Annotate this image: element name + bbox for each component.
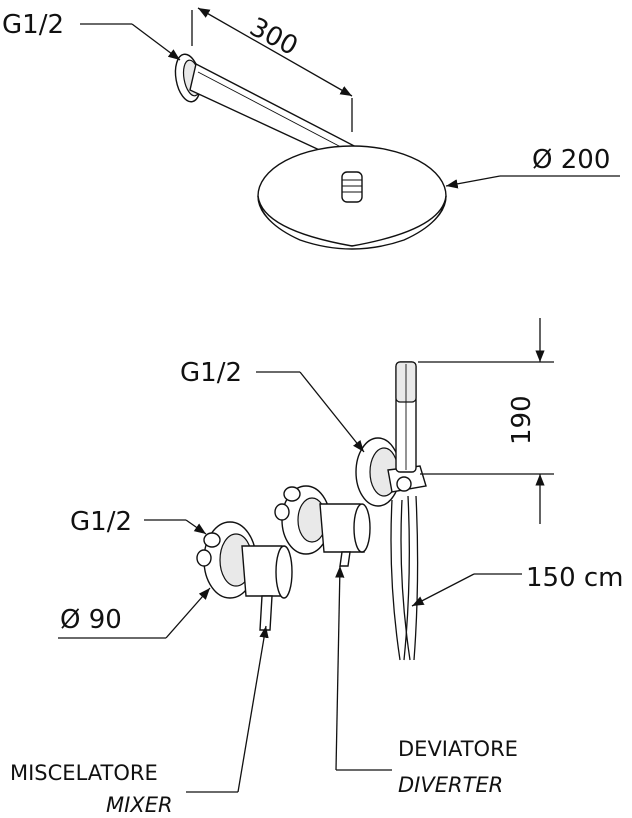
mixer-leader xyxy=(186,625,269,793)
handshower-length-label: 190 xyxy=(507,395,537,445)
diverter-leader xyxy=(335,565,392,771)
hand-shower xyxy=(355,361,427,507)
arm-thread-label: G1/2 xyxy=(2,10,64,40)
mixer-en-label: MIXER xyxy=(106,793,173,817)
head-diameter-leader xyxy=(445,175,620,189)
arm-length-label: 300 xyxy=(245,12,303,62)
mixer-thread-label: G1/2 xyxy=(70,507,132,537)
diverter-it-label: DEVIATORE xyxy=(398,737,518,761)
hose-length-label: 150 cm xyxy=(526,563,624,593)
diverter xyxy=(274,485,371,567)
plate-diameter-leader xyxy=(58,587,211,639)
shower-head xyxy=(257,145,447,250)
plate-diameter-label: Ø 90 xyxy=(60,605,122,635)
handshower-thread-leader xyxy=(256,371,365,453)
handshower-thread-label: G1/2 xyxy=(180,358,242,388)
mixer xyxy=(196,521,293,631)
arm-thread-leader xyxy=(80,23,181,61)
mixer-it-label: MISCELATORE xyxy=(10,761,158,785)
handshower-length-dimension xyxy=(418,318,554,524)
arm-length-dimension xyxy=(191,7,353,132)
diverter-en-label: DIVERTER xyxy=(398,773,503,797)
hose-length-leader xyxy=(411,573,522,607)
mixer-thread-leader xyxy=(144,519,207,535)
head-diameter-label: Ø 200 xyxy=(532,145,610,175)
hose xyxy=(390,495,419,661)
